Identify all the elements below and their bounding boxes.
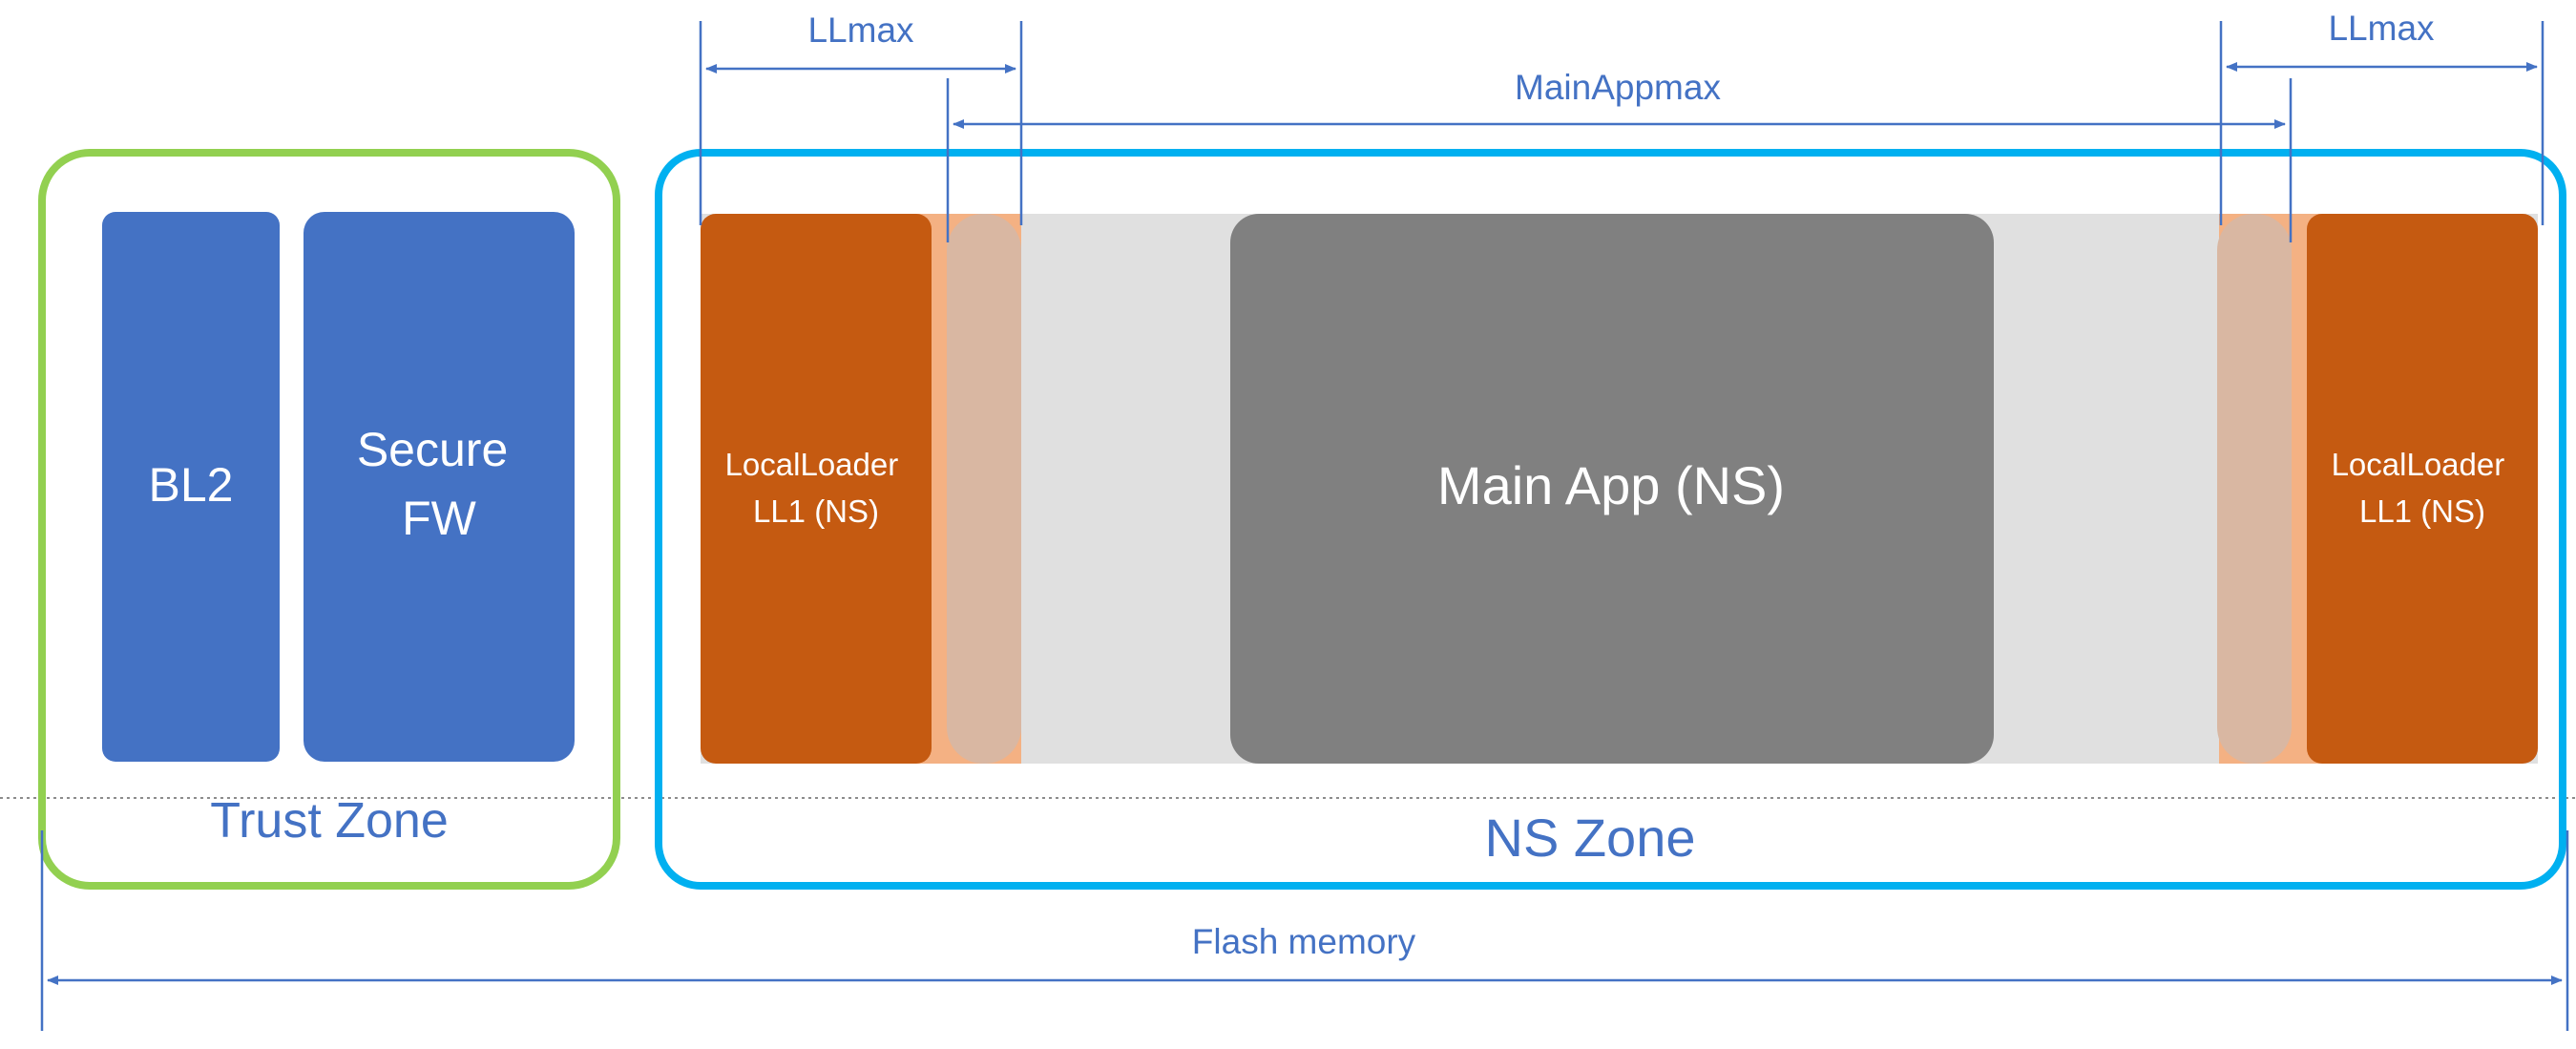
local-loader-right-label: LocalLoader LL1 (NS) — [2332, 447, 2514, 529]
right-overlap-band — [2217, 214, 2292, 764]
local-loader-right-block — [2307, 214, 2538, 764]
bl2-block — [102, 212, 280, 762]
secure-fw-block — [304, 212, 575, 762]
trust-zone-border — [38, 149, 620, 890]
bl2-label: BL2 — [149, 458, 234, 512]
local-loader-left-block — [701, 214, 932, 764]
trust-zone-label: Trust Zone — [210, 793, 449, 849]
ns-zone-label: NS Zone — [1485, 808, 1696, 868]
secure-fw-label: Secure FW — [357, 423, 521, 545]
llmax-right-label: LLmax — [2328, 9, 2435, 48]
mainappmax-label: MainAppmax — [1515, 68, 1721, 107]
main-app-label: Main App (NS) — [1437, 455, 1785, 515]
llmax-left-label: LLmax — [807, 10, 914, 50]
ns-zone-border — [655, 149, 2566, 890]
flash-memory-label: Flash memory — [1192, 922, 1416, 961]
local-loader-left-label: LocalLoader LL1 (NS) — [725, 447, 908, 529]
left-overlap-band — [947, 214, 1021, 764]
main-app-block — [1230, 214, 1994, 764]
